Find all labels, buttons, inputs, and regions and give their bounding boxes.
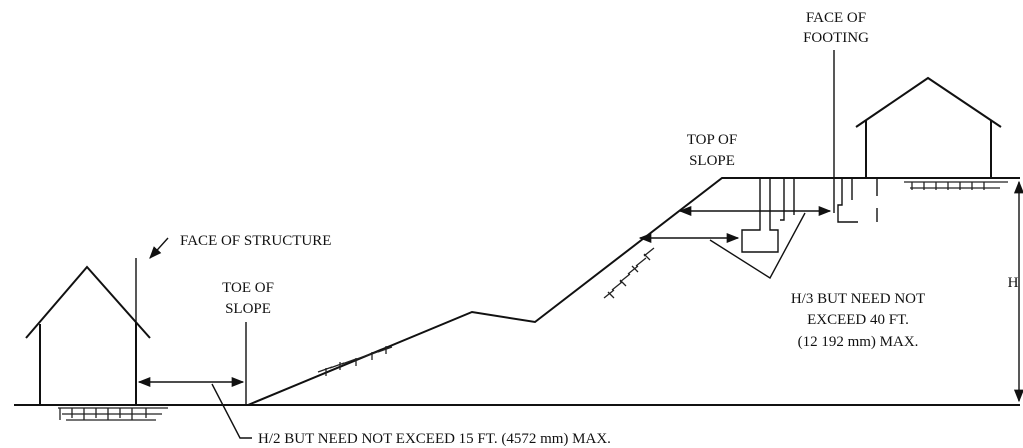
top-of-slope-line1: TOP OF <box>687 132 737 148</box>
label-top-of-slope: TOP OF SLOPE <box>687 132 737 169</box>
label-h: H <box>1008 275 1019 291</box>
label-h3-note: H/3 BUT NEED NOT EXCEED 40 FT. (12 192 m… <box>791 291 925 350</box>
h2-leader-line <box>211 383 252 439</box>
face-of-footing-line1: FACE OF <box>806 10 866 26</box>
h3-line3: (12 192 mm) MAX. <box>798 334 919 350</box>
label-h2-note: H/2 BUT NEED NOT EXCEED 15 FT. (4572 mm)… <box>258 431 611 447</box>
soil-hatching <box>58 181 1008 421</box>
label-toe-of-slope: TOE OF SLOPE <box>222 280 274 317</box>
footings <box>741 178 878 253</box>
toe-of-slope-line1: TOE OF <box>222 280 274 296</box>
h3-line1: H/3 BUT NEED NOT <box>791 291 925 307</box>
h3-line2: EXCEED 40 FT. <box>807 312 909 328</box>
face-of-footing-line2: FOOTING <box>803 30 869 46</box>
top-of-slope-line2: SLOPE <box>689 153 735 169</box>
slope-profile <box>247 177 1020 406</box>
h3-leader-lines <box>709 212 806 279</box>
face-of-structure-leader <box>149 237 169 259</box>
house-left <box>25 265 151 405</box>
label-face-of-structure: FACE OF STRUCTURE <box>180 233 331 249</box>
toe-of-slope-line2: SLOPE <box>225 301 271 317</box>
label-face-of-footing: FACE OF FOOTING <box>803 10 869 46</box>
house-right <box>855 76 1002 178</box>
